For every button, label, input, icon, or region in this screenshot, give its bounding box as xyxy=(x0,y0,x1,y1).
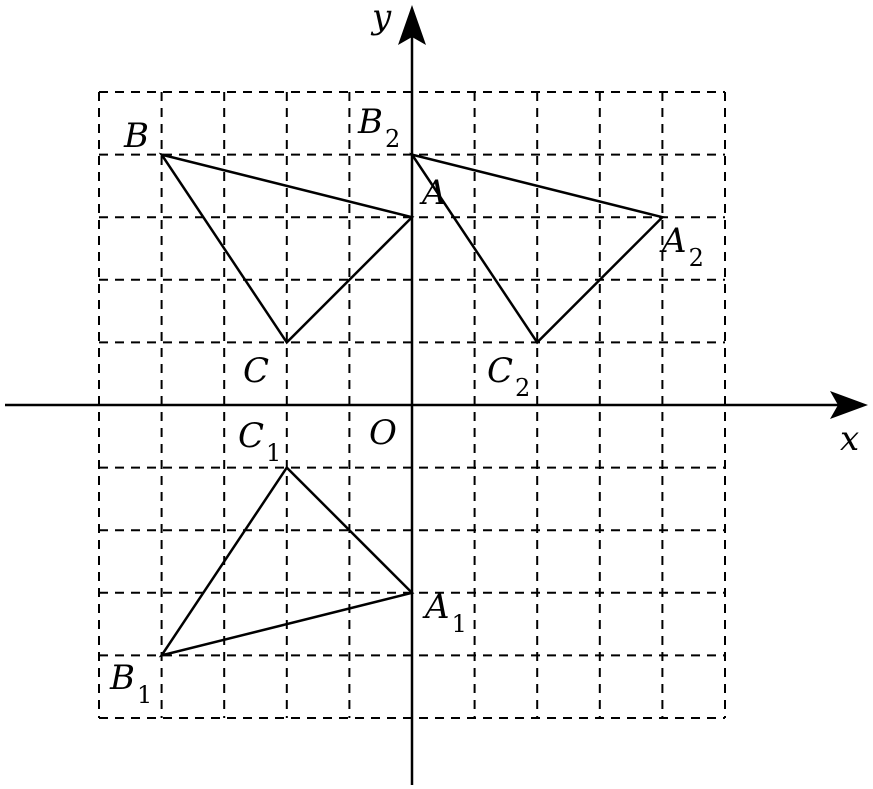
label-B2: B2 xyxy=(357,102,400,153)
label-B: B xyxy=(123,116,149,156)
y-axis-label: y xyxy=(370,0,392,37)
label-C1: C1 xyxy=(238,416,281,467)
label-A2: A2 xyxy=(659,221,704,272)
label-B1: B1 xyxy=(109,658,152,709)
origin-label: O xyxy=(369,413,397,453)
triangle-A1B1C1 xyxy=(158,465,415,658)
x-axis-label: x xyxy=(840,419,859,459)
triangle-A2B2C2 xyxy=(409,152,665,345)
triangles-layer xyxy=(158,152,665,658)
label-A1: A1 xyxy=(422,587,467,638)
triangle-ABC xyxy=(158,152,415,345)
label-C: C xyxy=(243,351,269,391)
label-C2: C2 xyxy=(487,351,530,402)
y-axis-arrowhead xyxy=(398,5,426,45)
x-axis-arrowhead xyxy=(830,391,868,419)
label-A: A xyxy=(419,173,447,213)
